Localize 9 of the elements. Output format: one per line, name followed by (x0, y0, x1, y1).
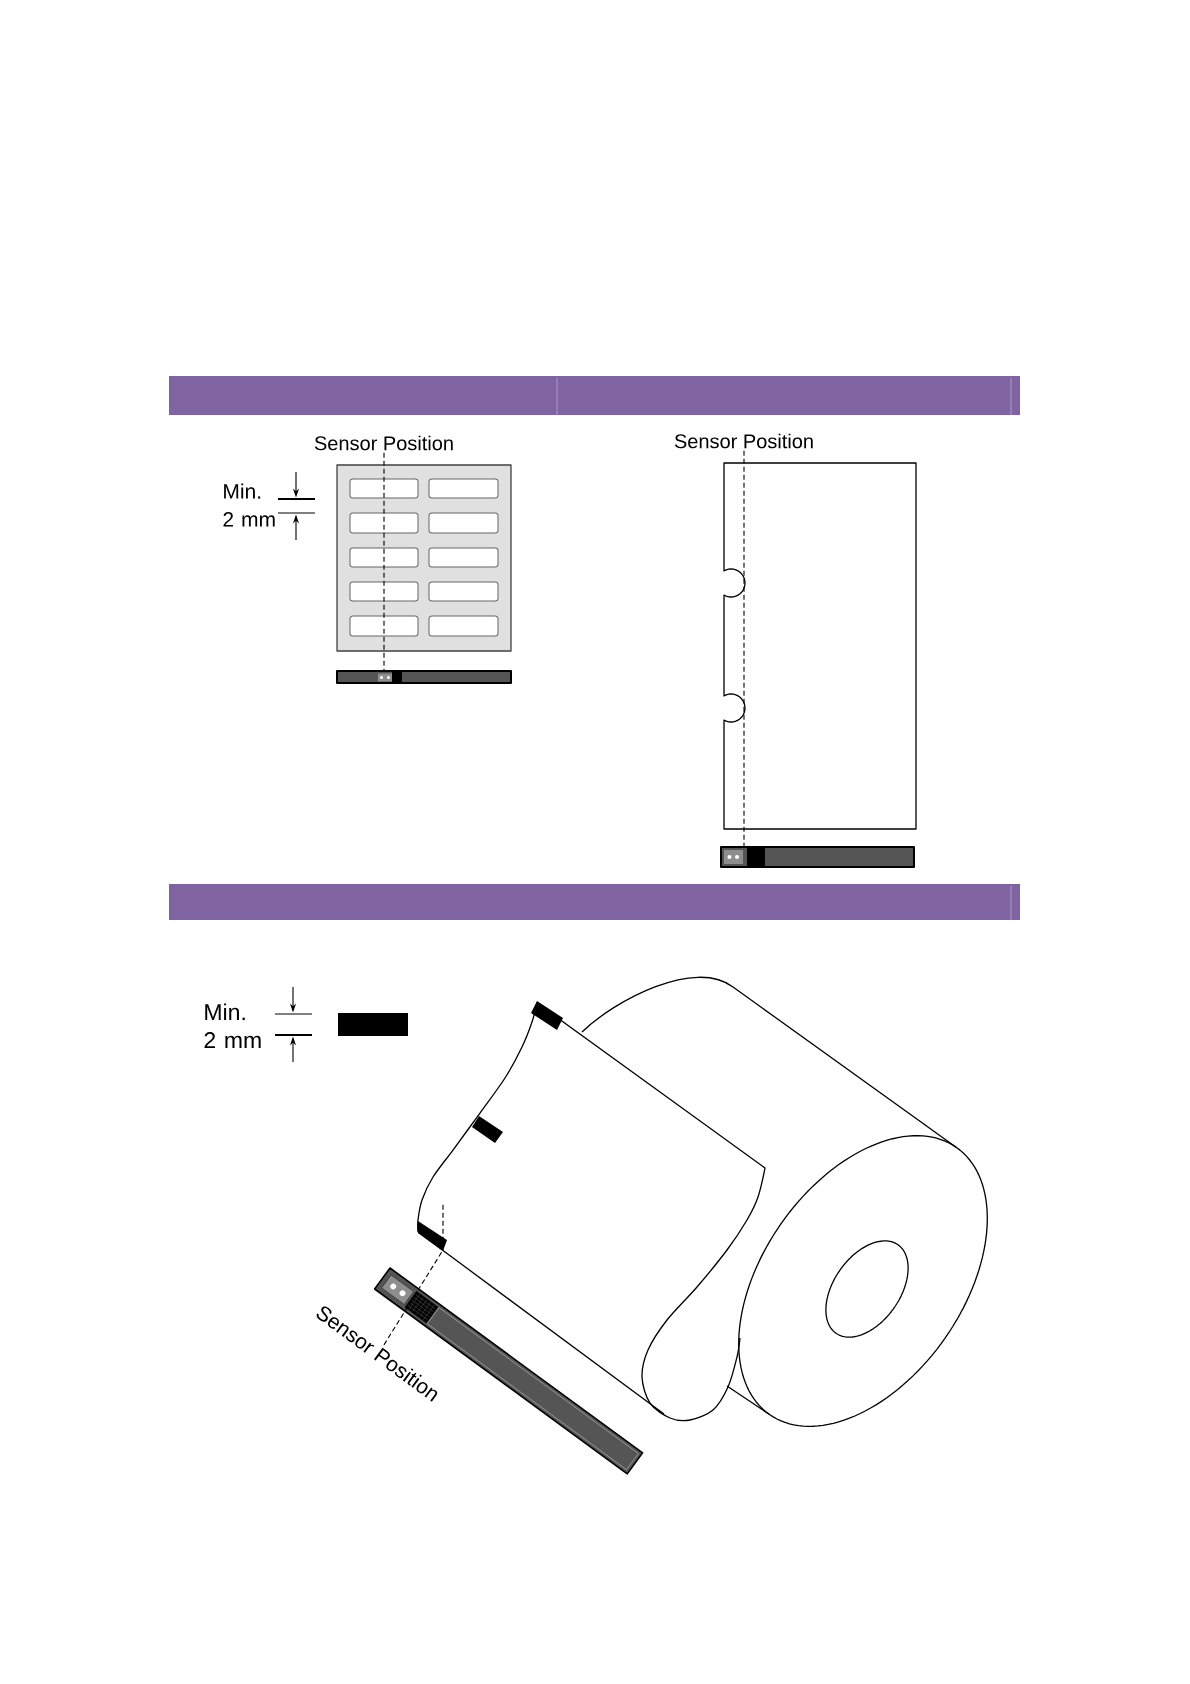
sensor-bar (720, 846, 915, 868)
leader-line (383, 1202, 444, 1346)
leader-line (743, 450, 745, 848)
leader-line (383, 452, 385, 672)
sensor-label: Sensor Position (314, 435, 453, 451)
dimension-label: Min. 2 mm (223, 483, 275, 527)
sensor-bar (336, 670, 512, 684)
dimension-label: Min. 2 mm (204, 1003, 261, 1049)
sensor-label: Sensor Position (674, 433, 813, 449)
